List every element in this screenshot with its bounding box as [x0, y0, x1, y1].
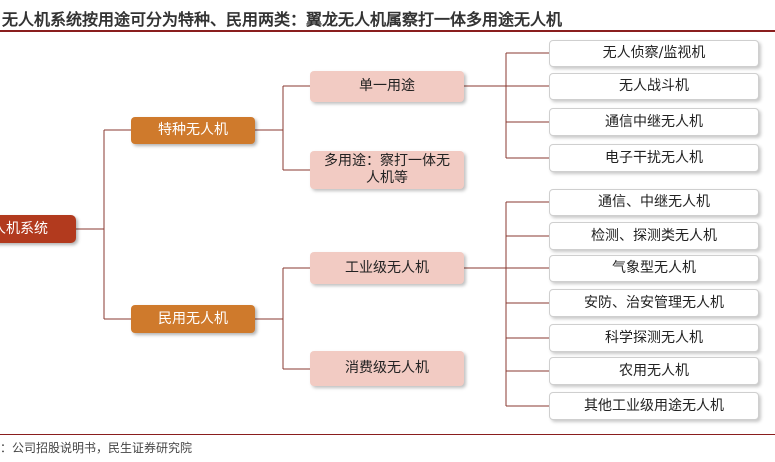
leaf-agri-drone: 农用无人机	[549, 357, 759, 385]
source-note: ：公司招股说明书，民生证券研究院	[0, 441, 193, 455]
leaf-label: 安防、治安管理无人机	[584, 294, 724, 311]
industrial-drone-label: 工业级无人机	[345, 259, 429, 276]
special-drone-label: 特种无人机	[158, 122, 228, 138]
leaf-label: 通信、中继无人机	[598, 194, 710, 210]
leaf-label: 农用无人机	[619, 362, 689, 379]
leaf-jamming-drone: 电子干扰无人机	[549, 144, 759, 172]
leaf-combat-drone: 无人战斗机	[549, 73, 759, 100]
leaf-recon-drone: 无人侦察/监视机	[549, 40, 759, 67]
leaf-label: 气象型无人机	[612, 260, 696, 276]
multi-purpose-node: 多用途：察打一体无人机等	[310, 151, 464, 189]
footer-divider	[0, 434, 775, 435]
consumer-drone-node: 消费级无人机	[310, 351, 464, 386]
leaf-comm-drone: 通信、中继无人机	[549, 189, 759, 216]
leaf-relay-drone: 通信中继无人机	[549, 108, 759, 136]
leaf-label: 电子干扰无人机	[605, 149, 703, 166]
leaf-label: 无人战斗机	[619, 78, 689, 94]
special-drone-node: 特种无人机	[131, 117, 255, 144]
leaf-weather-drone: 气象型无人机	[549, 255, 759, 282]
single-purpose-node: 单一用途	[310, 71, 464, 102]
leaf-label: 检测、探测类无人机	[591, 227, 717, 244]
multi-purpose-label: 多用途：察打一体无人机等	[324, 153, 450, 186]
root-label: 人机系统	[0, 220, 48, 237]
leaf-label: 科学探测无人机	[605, 329, 703, 346]
leaf-science-drone: 科学探测无人机	[549, 324, 759, 352]
consumer-drone-label: 消费级无人机	[345, 360, 429, 376]
single-purpose-label: 单一用途	[359, 78, 415, 94]
leaf-label: 其他工业级用途无人机	[584, 397, 724, 414]
title-divider	[0, 30, 775, 32]
leaf-label: 无人侦察/监视机	[602, 45, 706, 61]
civil-drone-label: 民用无人机	[158, 310, 228, 327]
root-node: 人机系统	[0, 215, 76, 243]
leaf-detection-drone: 检测、探测类无人机	[549, 222, 759, 250]
leaf-security-drone: 安防、治安管理无人机	[549, 289, 759, 317]
industrial-drone-node: 工业级无人机	[310, 252, 464, 284]
leaf-other-industrial-drone: 其他工业级用途无人机	[549, 392, 759, 420]
leaf-label: 通信中继无人机	[605, 113, 703, 130]
page-title: 无人机系统按用途可分为特种、民用两类：翼龙无人机属察打一体多用途无人机	[2, 10, 563, 29]
civil-drone-node: 民用无人机	[131, 305, 255, 333]
